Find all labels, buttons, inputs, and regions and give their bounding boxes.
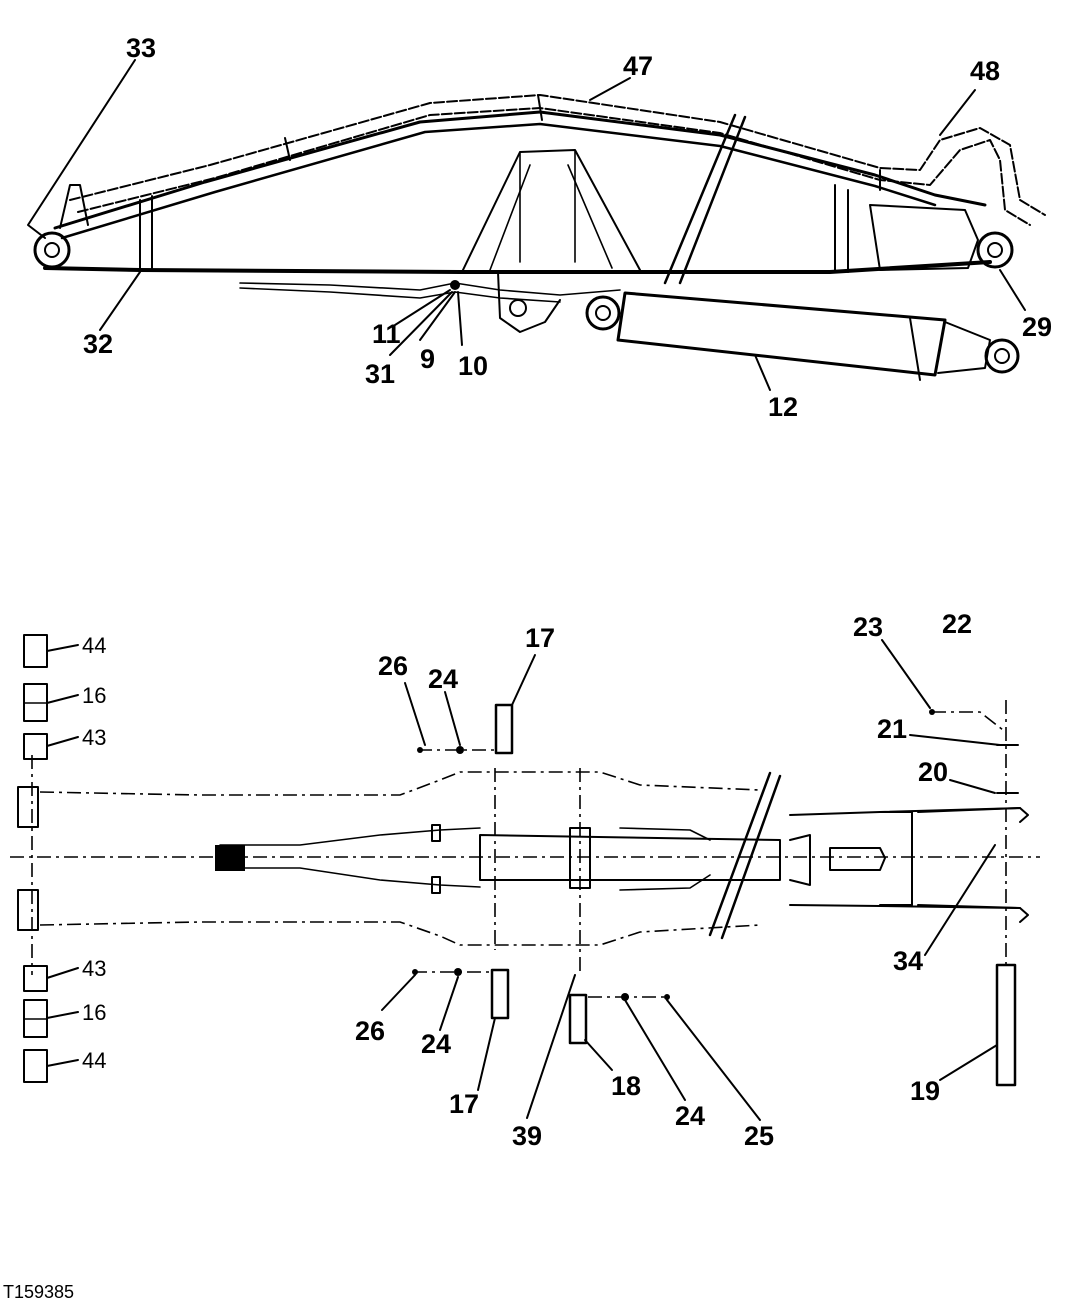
pin-17-top xyxy=(494,703,514,755)
callout-10: 10 xyxy=(458,351,488,381)
callout-47: 47 xyxy=(623,51,653,81)
part-43-bottom xyxy=(23,965,48,992)
pin-17-bottom xyxy=(490,968,510,1020)
figure-code: T159385 xyxy=(3,1282,74,1302)
callout-32: 32 xyxy=(83,329,113,359)
boom-arm-body xyxy=(43,110,992,285)
callout-21: 21 xyxy=(877,714,907,744)
callout-17-bottom: 17 xyxy=(449,1089,479,1119)
callout-16-bottom: 16 xyxy=(82,1000,106,1025)
callout-12: 12 xyxy=(768,392,798,422)
left-part-stack-top xyxy=(23,634,79,760)
bolt-sets xyxy=(412,709,1019,1001)
pin-19 xyxy=(995,963,1017,1087)
underside-hoses-lower xyxy=(239,287,561,303)
callout-44-bottom: 44 xyxy=(82,1048,106,1073)
callout-26-top: 26 xyxy=(378,651,408,681)
boom-top-view: 44 16 43 43 16 44 26 24 17 26 24 17 39 1… xyxy=(10,609,1040,1151)
callout-24-top: 24 xyxy=(428,664,458,694)
callout-9: 9 xyxy=(420,344,435,374)
part-44-top xyxy=(23,634,48,668)
pin-18 xyxy=(568,993,588,1045)
hose-runs-top xyxy=(215,824,711,894)
callout-39: 39 xyxy=(512,1121,542,1151)
callout-44-top: 44 xyxy=(82,633,106,658)
callout-23: 23 xyxy=(853,612,883,642)
callout-48: 48 xyxy=(970,56,1000,86)
boom-side-view: 33 47 48 32 11 9 31 10 12 29 xyxy=(27,33,1052,422)
callout-17-top: 17 xyxy=(525,623,555,653)
cylinder-top-view xyxy=(479,768,886,975)
callout-11: 11 xyxy=(372,319,401,349)
callout-24-pin: 24 xyxy=(675,1101,705,1131)
boom-hose-lines xyxy=(69,94,1046,226)
callout-43-bottom: 43 xyxy=(82,956,106,981)
top-leader-lines xyxy=(381,639,1001,1121)
callout-43-top: 43 xyxy=(82,725,106,750)
callout-29: 29 xyxy=(1022,312,1052,342)
callout-31: 31 xyxy=(365,359,395,389)
side-leader-lines xyxy=(27,59,1026,391)
boom-outline-top xyxy=(39,771,1029,946)
callout-16-top: 16 xyxy=(82,683,106,708)
part-44-bottom xyxy=(23,1049,48,1083)
underside-hoses xyxy=(239,282,621,296)
callout-26-bottom: 26 xyxy=(355,1016,385,1046)
boom-rear-pin xyxy=(976,231,1014,269)
callout-19: 19 xyxy=(910,1076,940,1106)
callout-33: 33 xyxy=(126,33,156,63)
hose-end-fittings xyxy=(215,845,245,871)
callout-24-bottom: 24 xyxy=(421,1029,451,1059)
callout-25: 25 xyxy=(744,1121,774,1151)
callout-34: 34 xyxy=(893,946,923,976)
callout-18: 18 xyxy=(611,1071,641,1101)
left-part-stack-bottom xyxy=(23,965,79,1083)
callout-20: 20 xyxy=(918,757,948,787)
callout-22: 22 xyxy=(942,609,972,639)
underside-fitting xyxy=(450,280,460,290)
boom-cylinder xyxy=(585,291,1020,381)
boom-nose-pin xyxy=(33,184,89,269)
part-43-top xyxy=(23,733,48,760)
boom-foot-plates xyxy=(17,755,39,975)
